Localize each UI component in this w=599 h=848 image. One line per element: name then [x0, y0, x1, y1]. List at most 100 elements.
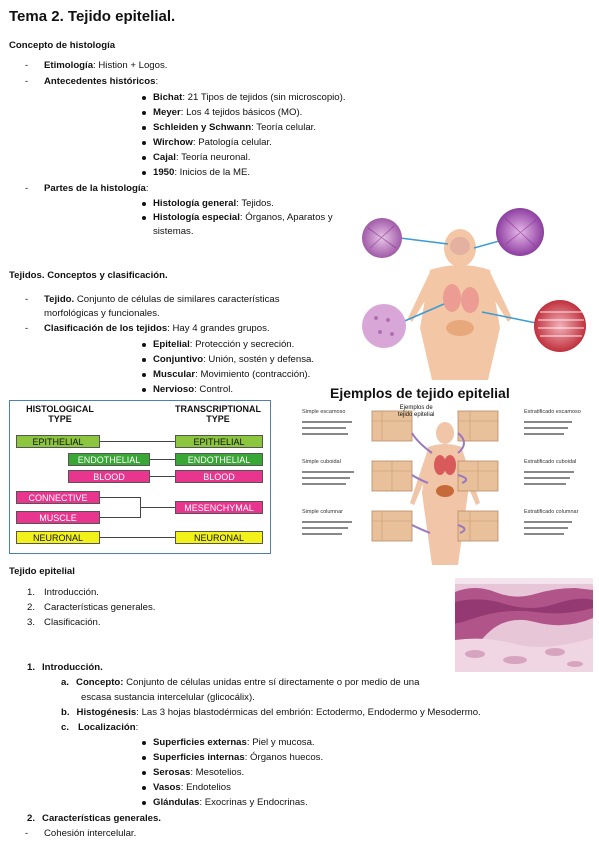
list-item-text: : Unión, sostén y defensa.	[203, 354, 315, 365]
trans-mesenchymal-box: MESENCHYMAL	[175, 501, 263, 514]
list-item-label: Nervioso	[153, 384, 195, 395]
connector-line	[150, 459, 175, 460]
section-heading-tejido-epitelial: Tejido epitelial	[9, 566, 75, 577]
bullet-dot	[142, 216, 146, 220]
histogenesis-label: Histogénesis	[76, 707, 137, 718]
list-item-text: : Mesotelios.	[190, 767, 245, 778]
list-item: Epitelial: Protección y secreción.	[153, 339, 294, 350]
histogenesis-line: b.Histogénesis: Las 3 hojas blastodérmic…	[61, 707, 481, 718]
list-item-label: Glándulas	[153, 797, 200, 808]
concepto-label: Concepto:	[76, 677, 124, 688]
clasificacion-label: Clasificación de los tejidos	[44, 323, 168, 334]
bullet-dot	[142, 801, 146, 805]
list-item-label: Epitelial	[153, 339, 190, 350]
figure-title: Ejemplos de tejido epitelial	[330, 385, 510, 401]
toc-item-text: Clasificación.	[44, 617, 101, 628]
list-item: Serosas: Mesotelios.	[153, 767, 244, 778]
intro-label: Introducción.	[42, 662, 103, 673]
antecedentes-colon: :	[155, 76, 159, 87]
figure-center-label: Ejemplos de tejido epitelial	[398, 405, 435, 418]
bullet-dot	[142, 111, 146, 115]
list-item-label: Cajal	[153, 152, 176, 163]
label-simple-escamoso: Simple escamoso	[302, 409, 346, 415]
list-item-text: : Teoría neuronal.	[175, 152, 251, 163]
clasificacion-line: Clasificación de los tejidos: Hay 4 gran…	[44, 323, 270, 334]
toc-item-text: Características generales.	[44, 602, 156, 613]
trans-blood-box: BLOOD	[175, 470, 263, 483]
hist-endothelial-box: ENDOTHELIAL	[68, 453, 150, 466]
list-item-text: : Movimiento (contracción).	[195, 369, 311, 380]
list-item: 1950: Inicios de la ME.	[153, 167, 250, 178]
list-item-label: Conjuntivo	[153, 354, 204, 365]
connector-line	[100, 517, 140, 518]
dash-bullet: -	[25, 183, 29, 194]
caracteristicas-label: Características generales.	[42, 813, 161, 824]
toc-item-text: Introducción.	[44, 587, 99, 598]
list-item-text: : Endotelios	[180, 782, 231, 793]
dash-bullet: -	[25, 294, 29, 305]
list-item-text: : 21 Tipos de tejidos (sin microscopio).	[182, 92, 346, 103]
concepto-text: Conjunto de células unidas entre sí dire…	[123, 677, 420, 688]
bullet-dot	[142, 756, 146, 760]
epithelium-micrograph	[455, 578, 593, 672]
intro-line: 1.Introducción.	[27, 662, 103, 673]
dash-bullet: -	[25, 828, 29, 839]
bullet-dot	[142, 358, 146, 362]
list-item-label: Histología especial	[153, 212, 240, 223]
section-heading-tejidos: Tejidos. Conceptos y clasificación.	[9, 270, 168, 281]
etimologia-label: Etimología	[44, 60, 94, 71]
list-item-label: Superficies internas	[153, 752, 245, 763]
bullet-dot	[142, 141, 146, 145]
list-item-text: : Los 4 tejidos básicos (MO).	[180, 107, 303, 118]
bullet-dot	[142, 388, 146, 392]
list-item-label: Wirchow	[153, 137, 193, 148]
list-item-label: Schleiden y Schwann	[153, 122, 252, 133]
localizacion-label: Localización	[78, 722, 136, 733]
list-item: Cajal: Teoría neuronal.	[153, 152, 250, 163]
localizacion-letter: c.	[61, 722, 70, 733]
list-item-text: : Tejidos.	[236, 198, 274, 209]
trans-endothelial-box: ENDOTHELIAL	[175, 453, 263, 466]
tejido-text: Conjunto de células de similares caracte…	[74, 294, 280, 305]
list-item: Wirchow: Patología celular.	[153, 137, 272, 148]
etimologia-line: Etimología: Histion + Logos.	[44, 60, 167, 71]
concepto-continuation: escasa sustancia intercelular (glicocáli…	[81, 692, 255, 703]
list-item-text: : Piel y mucosa.	[246, 737, 315, 748]
list-item: Muscular: Movimiento (contracción).	[153, 369, 310, 380]
list-item-label: Superficies externas	[153, 737, 247, 748]
hist-epithelial-box: EPITHELIAL	[16, 435, 100, 448]
label-estratificado-columnar: Estratificado columnar	[524, 509, 579, 515]
list-item: Nervioso: Control.	[153, 384, 233, 395]
dash-bullet: -	[25, 323, 29, 334]
trans-neuronal-box: NEURONAL	[175, 531, 263, 544]
epithelial-examples-figure: Ejemplos de tejido epitelial	[300, 383, 592, 568]
bullet-dot	[142, 373, 146, 377]
connector-line	[140, 507, 175, 508]
list-item-label: Serosas	[153, 767, 191, 778]
partes-continuation: sistemas.	[153, 226, 194, 237]
list-item-label: Histología general	[153, 198, 237, 209]
toc-item: 1.Introducción.	[27, 587, 99, 598]
list-item: Superficies internas: Órganos huecos.	[153, 752, 323, 763]
bullet-dot	[142, 171, 146, 175]
cohesion-text: Cohesión intercelular.	[44, 828, 137, 839]
toc-item-number: 3.	[27, 617, 36, 628]
dash-bullet: -	[25, 60, 29, 71]
concepto-line: a.Concepto: Conjunto de células unidas e…	[61, 677, 419, 688]
hist-blood-box: BLOOD	[68, 470, 150, 483]
partes-colon: :	[145, 183, 149, 194]
tejido-label: Tejido.	[44, 294, 75, 305]
toc-item: 3. Clasificación.	[27, 617, 101, 628]
epithelial-figure-graphic	[302, 410, 574, 565]
list-item-label: Muscular	[153, 369, 196, 380]
histological-transcriptional-diagram: HISTOLOGICAL TYPE TRANSCRIPTIONAL TYPE E…	[9, 400, 271, 554]
list-item: Vasos: Endotelios	[153, 782, 231, 793]
histological-type-header: HISTOLOGICAL TYPE	[26, 404, 94, 424]
label-simple-cuboidal: Simple cuboidal	[302, 459, 341, 465]
list-item-text: : Protección y secreción.	[189, 339, 295, 350]
bullet-dot	[142, 156, 146, 160]
list-item: Glándulas: Exocrinas y Endocrinas.	[153, 797, 308, 808]
hist-muscle-box: MUSCLE	[16, 511, 100, 524]
section-heading-histologia: Concepto de histología	[9, 40, 116, 51]
list-item-text: : Teoría celular.	[251, 122, 316, 133]
